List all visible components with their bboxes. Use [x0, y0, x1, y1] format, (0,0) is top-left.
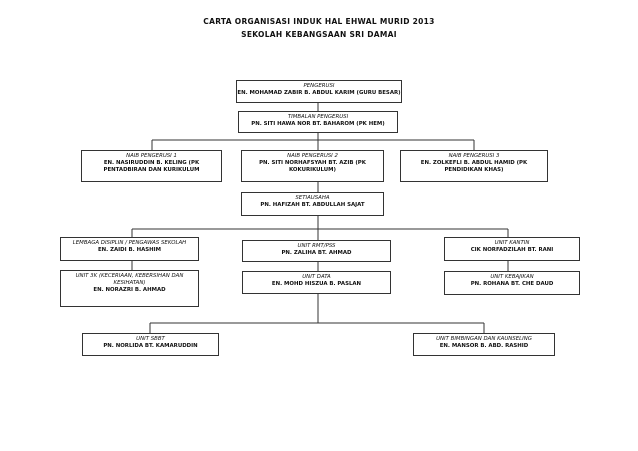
node-naib-pengerusi-3: NAIB PENGERUSI 3 EN. ZOLKEFLI B. ABDUL H…: [400, 150, 548, 182]
node-name: EN. MOHD HISZUA B. PASLAN: [271, 281, 362, 287]
node-unit-sbbt: UNIT SBBT PN. NORLIDA BT. KAMARUDDIN: [82, 333, 219, 356]
node-role: TIMBALAN PENGERUSI: [287, 114, 349, 120]
node-naib-pengerusi-2: NAIB PENGERUSI 2 PN. SITI NORHAFSYAH BT.…: [241, 150, 384, 182]
node-role: UNIT KEBAJIKAN: [490, 274, 534, 280]
chart-title: CARTA ORGANISASI INDUK HAL EHWAL MURID 2…: [203, 17, 435, 26]
node-name: EN. NASIRUDDIN B. KELING (PK PENTADBIRAN…: [103, 160, 200, 173]
node-unit-3k: UNIT 3K (KECERIAAN, KEBERSIHAN DAN KESIH…: [60, 270, 199, 307]
node-role: LEMBAGA DISIPLIN / PENGAWAS SEKOLAH: [72, 240, 187, 246]
node-role: SETIAUSAHA: [295, 195, 330, 201]
node-role: UNIT 3K (KECERIAAN, KEBERSIHAN DAN KESIH…: [75, 273, 184, 286]
node-name: EN. NORAZRI B. AHMAD: [93, 287, 166, 293]
node-timbalan-pengerusi: TIMBALAN PENGERUSI PN. SITI HAWA NOR BT.…: [238, 111, 398, 133]
node-name: EN. MOHAMAD ZABIR B. ABDUL KARIM (GURU B…: [237, 90, 401, 96]
node-name: PN. SITI NORHAFSYAH BT. AZIB (PK KOKURIK…: [259, 160, 366, 173]
node-unit-rmt-pss: UNIT RMT/PSS PN. ZALIHA BT. AHMAD: [242, 240, 391, 262]
node-unit-data: UNIT DATA EN. MOHD HISZUA B. PASLAN: [242, 271, 391, 294]
node-name: PN. HAFIZAH BT. ABDULLAH SAJAT: [260, 202, 365, 208]
node-unit-kantin: UNIT KANTIN CIK NORFADZILAH BT. RANI: [444, 237, 580, 261]
node-role: NAIB PENGERUSI 2: [287, 153, 338, 159]
node-name: EN. ZAIDI B. HASHIM: [97, 247, 162, 253]
node-role: NAIB PENGERUSI 1: [126, 153, 177, 159]
node-unit-kebajikan: UNIT KEBAJIKAN PN. ROHANA BT. CHE DAUD: [444, 271, 580, 295]
node-naib-pengerusi-1: NAIB PENGERUSI 1 EN. NASIRUDDIN B. KELIN…: [81, 150, 222, 182]
node-name: CIK NORFADZILAH BT. RANI: [470, 247, 554, 253]
node-name: PN. ROHANA BT. CHE DAUD: [470, 281, 554, 287]
node-unit-bimbingan-kaunseling: UNIT BIMBINGAN DAN KAUNSELING EN. MANSOR…: [413, 333, 555, 356]
node-role: UNIT BIMBINGAN DAN KAUNSELING: [436, 336, 532, 342]
node-lembaga-disiplin: LEMBAGA DISIPLIN / PENGAWAS SEKOLAH EN. …: [60, 237, 199, 261]
node-name: PN. SITI HAWA NOR BT. BAHAROM (PK HEM): [251, 121, 385, 127]
node-role: NAIB PENGERUSI 3: [448, 153, 500, 159]
node-role: UNIT RMT/PSS: [297, 243, 336, 249]
node-role: UNIT KANTIN: [494, 240, 530, 246]
node-name: PN. NORLIDA BT. KAMARUDDIN: [103, 343, 198, 349]
node-pengerusi: PENGERUSI EN. MOHAMAD ZABIR B. ABDUL KAR…: [236, 80, 402, 103]
node-role: PENGERUSI: [303, 83, 335, 89]
node-name: EN. ZOLKEFLI B. ABDUL HAMID (PK PENDIDIK…: [420, 160, 528, 173]
chart-subtitle: SEKOLAH KEBANGSAAN SRI DAMAI: [241, 30, 397, 39]
node-role: UNIT DATA: [302, 274, 331, 280]
node-setiausaha: SETIAUSAHA PN. HAFIZAH BT. ABDULLAH SAJA…: [241, 192, 384, 216]
node-name: PN. ZALIHA BT. AHMAD: [281, 250, 352, 256]
node-name: EN. MANSOR B. ABD. RASHID: [439, 343, 529, 349]
node-role: UNIT SBBT: [136, 336, 165, 342]
